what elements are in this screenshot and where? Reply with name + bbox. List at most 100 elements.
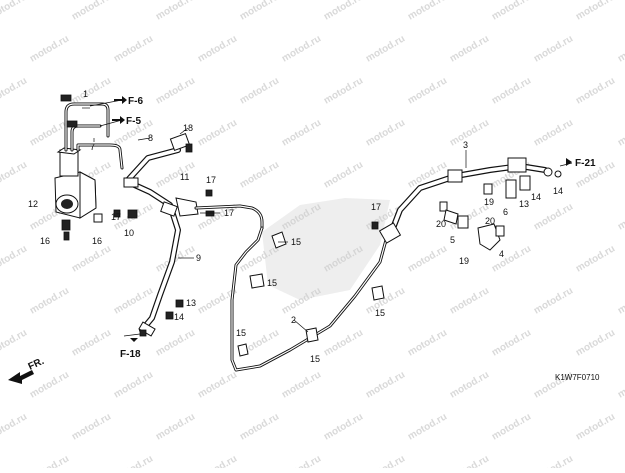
watermark-text: motod.ru <box>322 327 365 358</box>
watermark-text: motod.ru <box>154 159 197 190</box>
watermark-text: motod.ru <box>406 75 449 106</box>
joint-bracket <box>175 197 264 230</box>
brake-hose-3 <box>378 157 562 244</box>
watermark-text: motod.ru <box>238 0 281 23</box>
watermark-text: motod.ru <box>70 75 113 106</box>
watermark-text: motod.ru <box>280 453 323 468</box>
watermark-text: motod.ru <box>70 327 113 358</box>
watermark-text: motod.ru <box>574 75 617 106</box>
watermark-text: motod.ru <box>364 33 407 64</box>
watermark-text: motod.ru <box>574 0 617 23</box>
callout-17-a: 17 <box>206 175 216 185</box>
abs-modulator <box>54 147 103 241</box>
watermark-text: motod.ru <box>364 285 407 316</box>
callout-12: 12 <box>28 199 38 209</box>
callout-7: 7 <box>90 142 95 152</box>
callout-20-a: 20 <box>436 219 446 229</box>
ref-f6: F-6 <box>128 96 143 107</box>
diagram-code: K1W7F0710 <box>555 373 600 382</box>
watermark-text: motod.ru <box>280 369 323 400</box>
watermark-text: motod.ru <box>490 0 533 23</box>
watermark-text: motod.ru <box>448 117 491 148</box>
watermark-text: motod.ru <box>364 369 407 400</box>
watermark-text: motod.ru <box>70 411 113 442</box>
callout-15-c: 15 <box>375 308 385 318</box>
bolts <box>113 143 379 337</box>
watermark-text: motod.ru <box>448 285 491 316</box>
callout-10: 10 <box>124 228 134 238</box>
ref-f21: F-21 <box>575 158 596 169</box>
callout-15-e: 15 <box>310 354 320 364</box>
watermark-text: motod.ru <box>322 159 365 190</box>
watermark-text: motod.ru <box>28 453 71 468</box>
watermark-text: motod.ru <box>532 453 575 468</box>
watermark-text: motod.ru <box>322 75 365 106</box>
clamps <box>237 231 385 357</box>
watermark-text: motod.ru <box>196 33 239 64</box>
watermark-text: motod.ru <box>112 285 155 316</box>
watermark-text: motod.ru <box>574 411 617 442</box>
callout-1: 1 <box>83 89 88 99</box>
watermark-text: motod.ru <box>238 411 281 442</box>
watermark-text: motod.ru <box>574 243 617 274</box>
callout-15-b: 15 <box>267 278 277 288</box>
watermark-text: motod.ru <box>196 369 239 400</box>
callout-20-b: 20 <box>485 216 495 226</box>
callout-13-b: 13 <box>519 199 529 209</box>
watermark-text: motod.ru <box>0 0 29 23</box>
watermark-text: motod.ru <box>322 411 365 442</box>
watermark-text: motod.ru <box>154 0 197 23</box>
watermark-text: motod.ru <box>406 327 449 358</box>
callout-14-a: 14 <box>174 312 184 322</box>
front-label: FR. <box>27 356 46 373</box>
callout-15-d: 15 <box>236 328 246 338</box>
callout-19-b: 19 <box>459 256 469 266</box>
watermark-text: motod.ru <box>448 33 491 64</box>
watermark-text: motod.ru <box>490 411 533 442</box>
ref-f18: F-18 <box>120 349 141 360</box>
hatch-area <box>262 198 390 300</box>
watermark-text: motod.ru <box>196 453 239 468</box>
callout-9: 9 <box>196 253 201 263</box>
callout-11: 11 <box>180 172 189 182</box>
watermark-text: motod.ru <box>616 453 625 468</box>
ref-f5: F-5 <box>126 116 141 127</box>
watermark-text: motod.ru <box>238 75 281 106</box>
watermark-text: motod.ru <box>406 0 449 23</box>
callout-15-a: 15 <box>291 237 301 247</box>
watermark-text: motod.ru <box>0 243 29 274</box>
callout-8: 8 <box>148 133 153 143</box>
callout-5: 5 <box>450 235 455 245</box>
watermark-text: motod.ru <box>364 453 407 468</box>
watermark-text: motod.ru <box>0 159 29 190</box>
watermark-text: motod.ru <box>322 0 365 23</box>
callout-4: 4 <box>499 249 504 259</box>
watermark-text: motod.ru <box>448 369 491 400</box>
watermark-text: motod.ru <box>364 117 407 148</box>
rear-joint-cluster <box>439 175 531 251</box>
watermark-text: motod.ru <box>28 33 71 64</box>
watermark-text: motod.ru <box>70 0 113 23</box>
callout-2: 2 <box>291 315 296 325</box>
watermark-text: motod.ru <box>616 117 625 148</box>
watermark-text: motod.ru <box>616 33 625 64</box>
watermark-text: motod.ru <box>112 369 155 400</box>
watermark-text: motod.ru <box>0 327 29 358</box>
watermark-text: motod.ru <box>280 117 323 148</box>
watermark-text: motod.ru <box>70 243 113 274</box>
watermark-text: motod.ru <box>0 75 29 106</box>
watermark-text: motod.ru <box>616 285 625 316</box>
watermark-text: motod.ru <box>574 327 617 358</box>
watermark-text: motod.ru <box>532 117 575 148</box>
watermark-text: motod.ru <box>406 411 449 442</box>
brake-pipe-2 <box>230 226 388 372</box>
watermark-text: motod.ru <box>238 159 281 190</box>
watermark-text: motod.ru <box>532 33 575 64</box>
callout-6: 6 <box>503 207 508 217</box>
callout-17-d: 17 <box>371 202 381 212</box>
reference-labels: F-6 F-5 F-21 F-18 <box>112 96 596 360</box>
front-direction-arrow: FR. <box>8 356 46 384</box>
callout-18: 18 <box>183 123 193 133</box>
callout-19-a: 19 <box>484 197 494 207</box>
